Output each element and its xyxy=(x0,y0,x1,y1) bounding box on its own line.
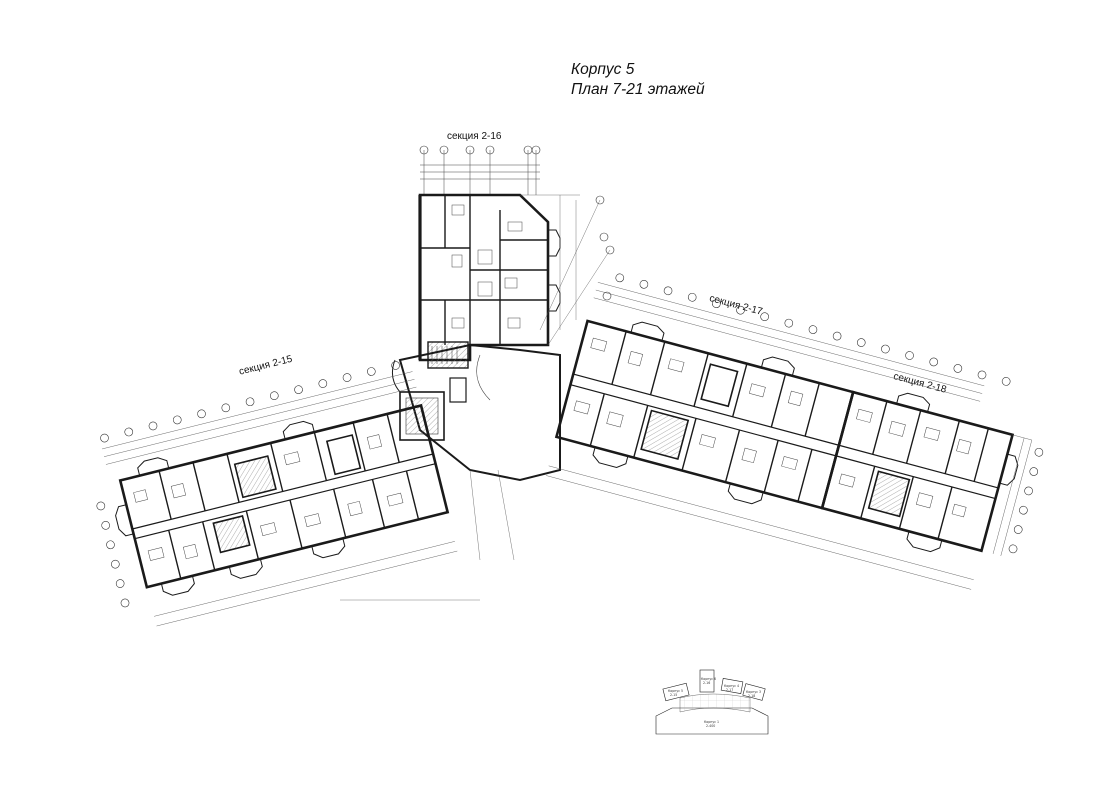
key-label-k4-sub: 2-17 xyxy=(726,688,733,692)
section-2-15-block xyxy=(96,361,458,627)
key-label-k5-sub: 2-15 xyxy=(670,693,677,697)
key-label-k6: Корпус 6 xyxy=(701,677,716,681)
title-building: Корпус 5 xyxy=(571,61,635,78)
section-label-2-16: секция 2-16 xyxy=(447,131,502,142)
drawing-title: Корпус 5 План 7-21 этажей xyxy=(571,60,705,100)
key-label-k1-sub: 2-400 xyxy=(706,724,715,728)
key-label-k1: Корпус 1 xyxy=(704,720,719,724)
section-2-16-block xyxy=(418,145,615,369)
key-label-k3-sub: 2-18 xyxy=(748,694,755,698)
key-label-k3: Корпус 3 xyxy=(746,690,761,694)
key-label-k6-sub: 2-16 xyxy=(703,681,710,685)
key-plan: Корпус 5 2-15 Корпус 6 2-16 Корпус 4 2-1… xyxy=(655,669,769,735)
section-2-18-block xyxy=(546,344,1044,590)
key-label-k5: Корпус 5 xyxy=(668,689,683,693)
key-label-k4: Корпус 4 xyxy=(724,684,739,688)
central-hub xyxy=(340,343,561,601)
section-2-17-block xyxy=(554,273,985,510)
title-floors: План 7-21 этажей xyxy=(571,81,705,98)
